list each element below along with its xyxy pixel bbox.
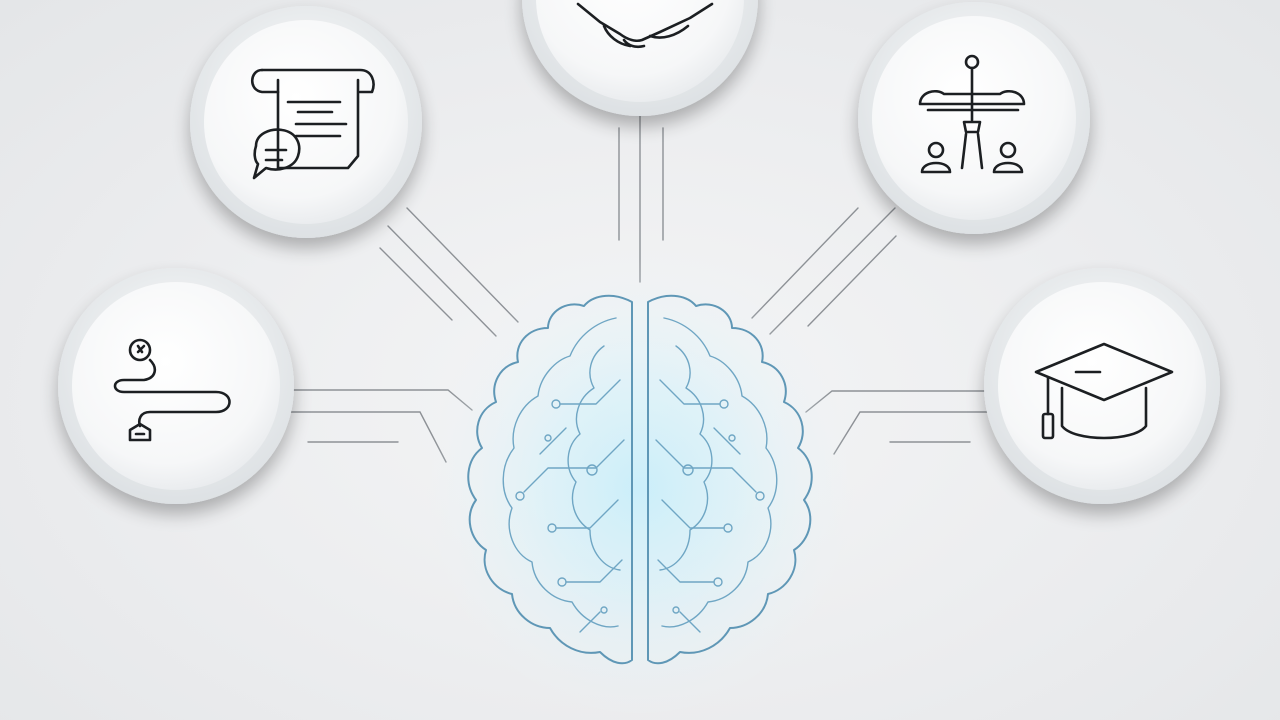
node-middle-left — [58, 268, 294, 504]
justice-scale-icon — [918, 54, 1026, 174]
roadmap-path-icon — [113, 338, 231, 442]
graduation-cap-icon — [1034, 342, 1174, 440]
node-middle-right — [984, 268, 1220, 504]
node-top-left — [190, 6, 422, 238]
handshake-icon — [576, 2, 714, 49]
brain-glow — [425, 258, 855, 718]
brain-circuit-icon — [467, 294, 813, 665]
node-top-center — [522, 0, 758, 116]
scroll-document-icon — [250, 68, 375, 180]
node-top-right — [858, 2, 1090, 234]
